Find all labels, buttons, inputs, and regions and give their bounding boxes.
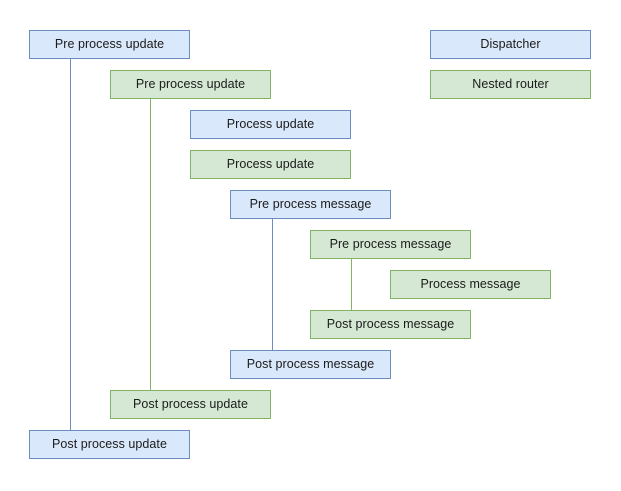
legend-item-label: Nested router: [472, 77, 549, 92]
node-process-update-blue[interactable]: Process update: [190, 110, 351, 139]
node-label: Post process message: [326, 317, 455, 332]
legend-item-dispatcher[interactable]: Dispatcher: [430, 30, 591, 59]
node-label: Post process update: [133, 397, 248, 412]
node-post-process-update-blue[interactable]: Post process update: [29, 430, 190, 459]
node-label: Pre process update: [135, 77, 246, 92]
node-post-process-message-blue[interactable]: Post process message: [230, 350, 391, 379]
node-label: Post process message: [246, 357, 375, 372]
node-pre-process-update-green[interactable]: Pre process update: [110, 70, 271, 99]
node-label: Process message: [420, 277, 521, 292]
node-label: Process update: [226, 157, 315, 172]
legend-item-nested-router[interactable]: Nested router: [430, 70, 591, 99]
node-pre-process-update-blue[interactable]: Pre process update: [29, 30, 190, 59]
node-process-message-green[interactable]: Process message: [390, 270, 551, 299]
connector-router-update-span: [150, 99, 151, 390]
node-pre-process-message-green[interactable]: Pre process message: [310, 230, 471, 259]
node-post-process-update-green[interactable]: Post process update: [110, 390, 271, 419]
connector-dispatcher-update-span: [70, 59, 71, 430]
legend-item-label: Dispatcher: [480, 37, 541, 52]
node-label: Pre process message: [249, 197, 372, 212]
node-pre-process-message-blue[interactable]: Pre process message: [230, 190, 391, 219]
node-post-process-message-green[interactable]: Post process message: [310, 310, 471, 339]
node-label: Post process update: [52, 437, 167, 452]
node-process-update-green[interactable]: Process update: [190, 150, 351, 179]
node-label: Process update: [226, 117, 315, 132]
connector-dispatcher-message-span: [272, 219, 273, 350]
node-label: Pre process update: [54, 37, 165, 52]
connector-router-message-span: [351, 259, 352, 310]
node-label: Pre process message: [329, 237, 452, 252]
